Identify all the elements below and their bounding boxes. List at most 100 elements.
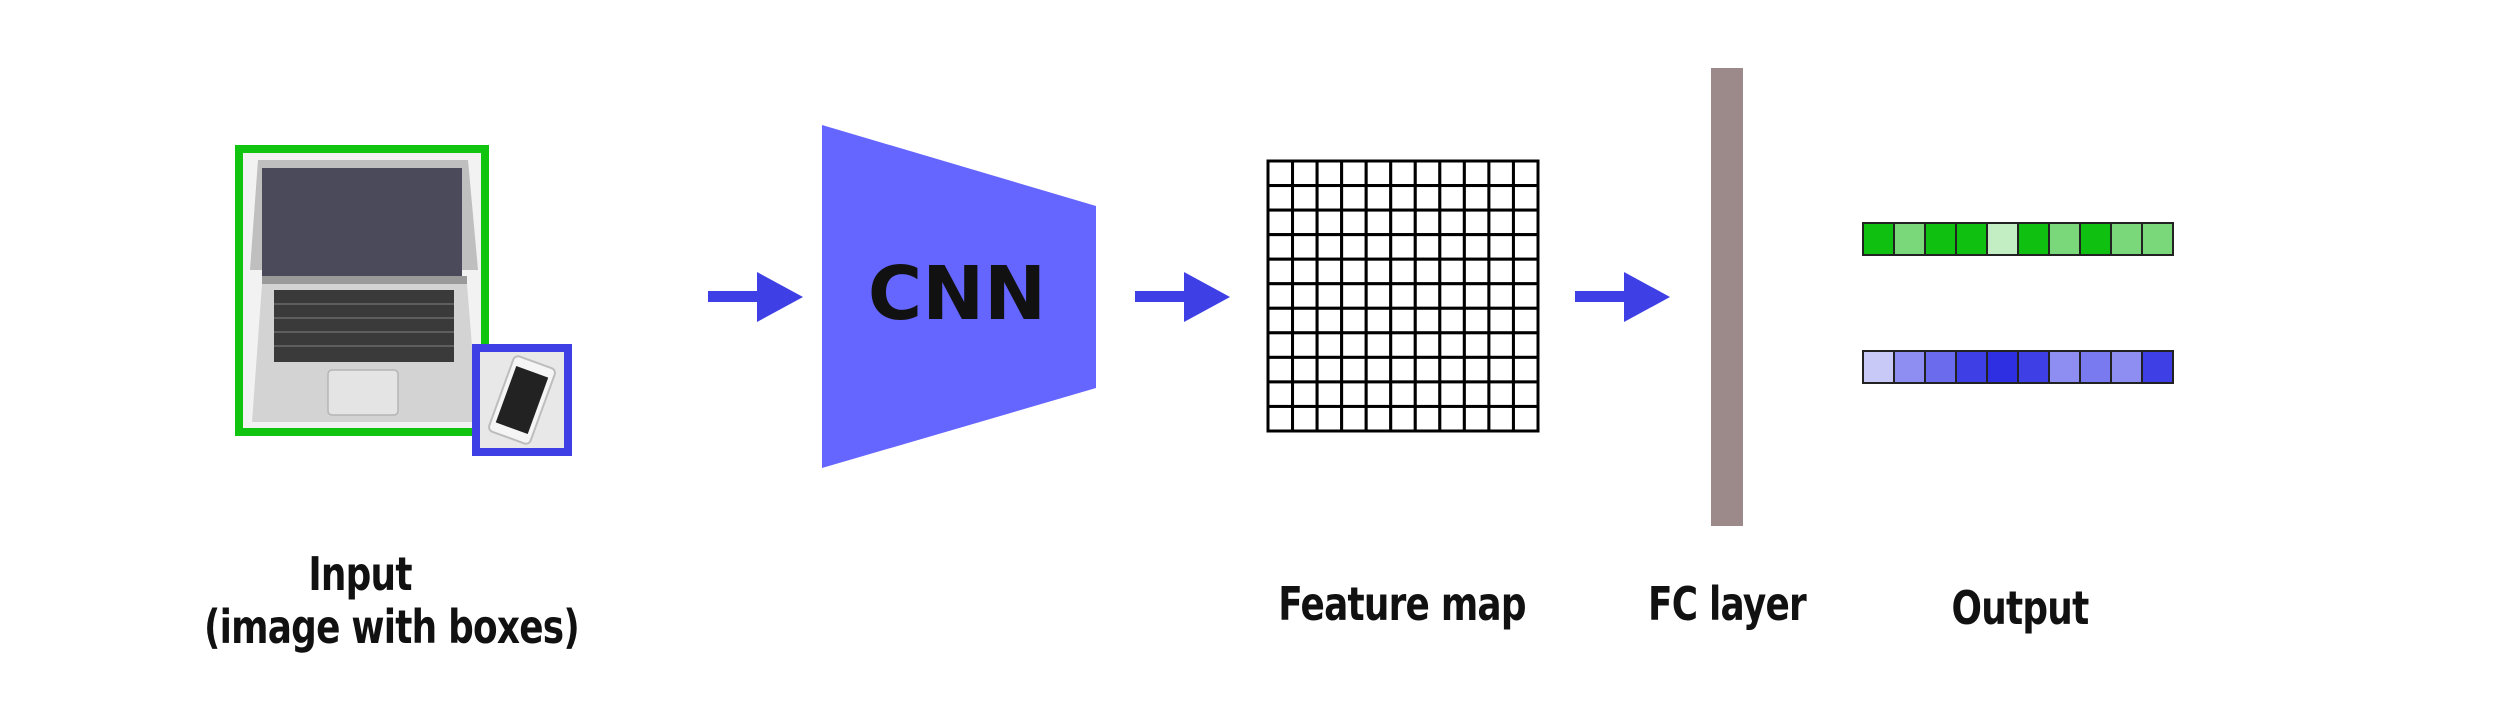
feature-map-cell	[1266, 257, 1295, 286]
feature-map-cell	[1315, 355, 1344, 384]
feature-map-cell	[1315, 208, 1344, 237]
output-vector-cell	[2048, 222, 2081, 256]
feature-map-cell	[1413, 159, 1442, 188]
feature-map-cell	[1462, 306, 1491, 335]
output-vector-green	[1862, 222, 2174, 256]
feature-map-cell	[1364, 257, 1393, 286]
feature-map-cell	[1364, 282, 1393, 310]
feature-map-cell	[1511, 159, 1540, 188]
feature-map-cell	[1266, 404, 1295, 433]
input-label-line1: Input	[308, 547, 412, 601]
feature-map-cell	[1462, 184, 1491, 212]
feature-map-cell	[1413, 380, 1442, 408]
feature-map-cell	[1462, 208, 1491, 237]
feature-map-cell	[1511, 404, 1540, 433]
feature-map-cell	[1315, 282, 1344, 310]
output-vector-cell	[1893, 222, 1926, 256]
input-image	[235, 145, 572, 456]
arrow-right-icon	[1135, 272, 1230, 322]
feature-map-cell	[1340, 380, 1368, 408]
output-vector-cell	[1893, 350, 1926, 384]
output-vector-blue	[1862, 350, 2174, 384]
cnn-label: CNN	[868, 251, 1046, 337]
feature-map-cell	[1364, 331, 1393, 359]
feature-map-cell	[1389, 282, 1417, 310]
feature-map-cell	[1438, 355, 1466, 384]
feature-map-cell	[1364, 306, 1393, 335]
feature-map-cell	[1413, 257, 1442, 286]
output-vector-cell	[2141, 222, 2174, 256]
feature-map-cell	[1315, 306, 1344, 335]
feature-map-cell	[1438, 184, 1466, 212]
output-vector-cell	[2017, 222, 2050, 256]
feature-map-cell	[1266, 159, 1295, 188]
input-label-line2: (image with boxes)	[204, 599, 580, 654]
arrow-right-icon	[708, 272, 803, 322]
feature-map-cell	[1389, 159, 1417, 188]
feature-map-cell	[1340, 355, 1368, 384]
feature-map-cell	[1340, 306, 1368, 335]
feature-map-cell	[1315, 184, 1344, 212]
output-vector-cell	[1924, 350, 1957, 384]
feature-map-cell	[1266, 233, 1295, 261]
feature-map-cell	[1291, 233, 1319, 261]
feature-map-cell	[1413, 282, 1442, 310]
feature-map-cell	[1487, 233, 1515, 261]
output-vector-cell	[1986, 222, 2019, 256]
fc-layer-bar	[1711, 68, 1743, 526]
feature-map-cell	[1487, 159, 1515, 188]
feature-map-grid	[1266, 159, 1540, 433]
feature-map-cell	[1266, 184, 1295, 212]
output-vector-cell	[2110, 222, 2143, 256]
feature-map-cell	[1438, 233, 1466, 261]
phone-bounding-box	[472, 344, 572, 456]
feature-map-cell	[1291, 184, 1319, 212]
feature-map-cell	[1438, 208, 1466, 237]
output-vector-cell	[2079, 350, 2112, 384]
feature-map-cell	[1487, 380, 1515, 408]
feature-map-cell	[1487, 306, 1515, 335]
feature-map-cell	[1413, 355, 1442, 384]
cnn-block	[822, 125, 1096, 468]
feature-map-cell	[1511, 282, 1540, 310]
feature-map-label: Feature map	[1278, 577, 1526, 631]
feature-map-cell	[1487, 257, 1515, 286]
feature-map-cell	[1389, 306, 1417, 335]
feature-map-cell	[1266, 380, 1295, 408]
feature-map-cell	[1291, 380, 1319, 408]
feature-map-cell	[1364, 380, 1393, 408]
feature-map-cell	[1438, 306, 1466, 335]
feature-map-cell	[1511, 380, 1540, 408]
feature-map-cell	[1511, 331, 1540, 359]
feature-map-cell	[1438, 257, 1466, 286]
feature-map-cell	[1413, 184, 1442, 212]
output-vector-cell	[1862, 350, 1895, 384]
feature-map-cell	[1438, 380, 1466, 408]
input-label: Input (image with boxes)	[204, 547, 580, 654]
output-vector-cell	[1955, 222, 1988, 256]
output-vector-cell	[1986, 350, 2019, 384]
feature-map-cell	[1364, 159, 1393, 188]
feature-map-cell	[1291, 331, 1319, 359]
feature-map-cell	[1389, 233, 1417, 261]
feature-map-cell	[1266, 306, 1295, 335]
feature-map-cell	[1340, 159, 1368, 188]
phone-image	[476, 348, 568, 452]
feature-map-cell	[1462, 233, 1491, 261]
feature-map-cell	[1291, 257, 1319, 286]
laptop-image	[240, 150, 485, 432]
feature-map-cell	[1511, 208, 1540, 237]
feature-map-cell	[1340, 184, 1368, 212]
feature-map-cell	[1389, 184, 1417, 212]
feature-map-cell	[1487, 184, 1515, 212]
feature-map-cell	[1389, 208, 1417, 237]
feature-map-cell	[1315, 159, 1344, 188]
output-vector-cell	[2141, 350, 2174, 384]
feature-map-cell	[1462, 282, 1491, 310]
feature-map-cell	[1413, 208, 1442, 237]
arrow-right-icon	[1575, 272, 1670, 322]
feature-map-cell	[1511, 257, 1540, 286]
feature-map-cell	[1487, 208, 1515, 237]
feature-map-cell	[1266, 355, 1295, 384]
feature-map-cell	[1462, 159, 1491, 188]
